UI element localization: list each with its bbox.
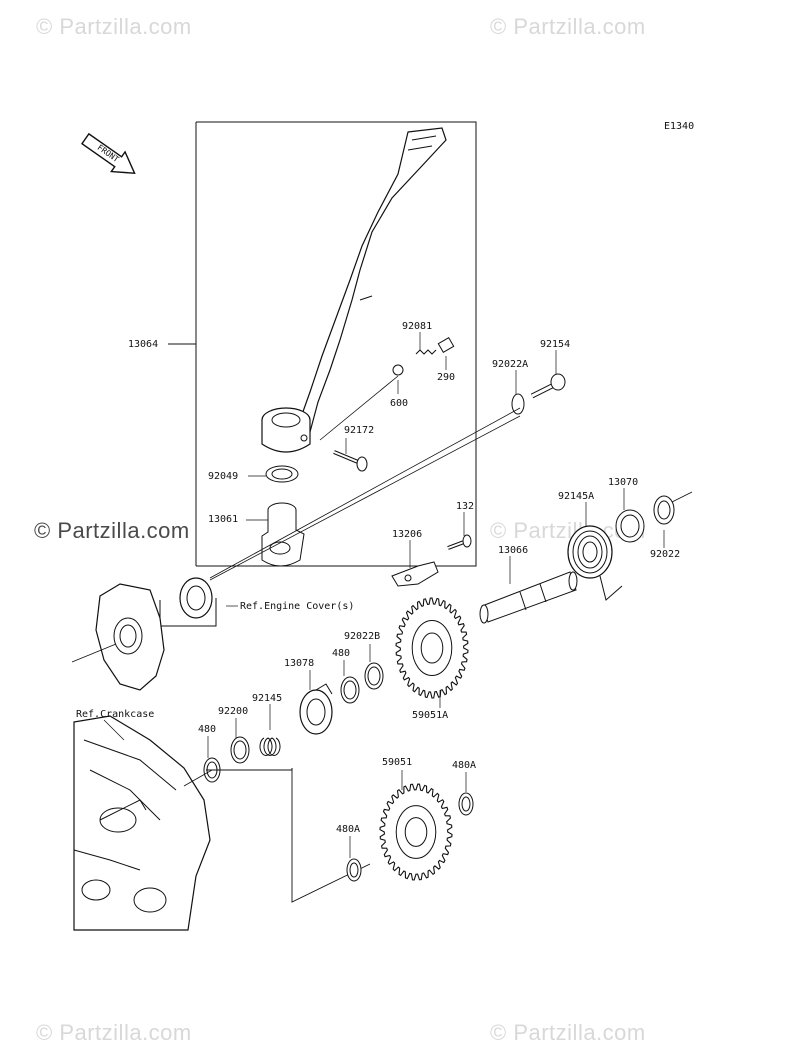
part-label-13066[interactable]: 13066 xyxy=(498,545,529,556)
part-label-92022B[interactable]: 92022B xyxy=(344,631,381,642)
watermark-top-left: © Partzilla.com xyxy=(36,14,192,39)
kick-lever xyxy=(261,127,447,453)
part-label-480A-right[interactable]: 480A xyxy=(452,760,477,771)
part-label-480A-left[interactable]: 480A xyxy=(336,824,361,835)
part-label-92081[interactable]: 92081 xyxy=(402,321,433,332)
front-arrow-icon xyxy=(81,132,136,174)
part-label-290[interactable]: 290 xyxy=(437,372,456,383)
kick-shaft-13061 xyxy=(261,502,305,567)
gear-59051A xyxy=(395,597,469,699)
watermark-middle-left: © Partzilla.com xyxy=(34,518,190,543)
part-label-132[interactable]: 132 xyxy=(456,501,475,512)
torsion-spring-92145A xyxy=(567,525,623,601)
part-label-92049[interactable]: 92049 xyxy=(208,471,239,482)
part-label-92200[interactable]: 92200 xyxy=(218,706,249,717)
ratchet-13078 xyxy=(299,683,333,735)
part-label-13061[interactable]: 13061 xyxy=(208,514,239,525)
bracket-13064 xyxy=(196,121,477,567)
part-label-13070[interactable]: 13070 xyxy=(608,477,639,488)
gear-59051 xyxy=(379,783,453,881)
watermark-top-right: © Partzilla.com xyxy=(490,14,646,39)
part-label-92154[interactable]: 92154 xyxy=(540,339,571,350)
part-label-13078[interactable]: 13078 xyxy=(284,658,315,669)
crankcase-partial xyxy=(73,715,213,931)
part-label-13064[interactable]: 13064 xyxy=(128,339,159,350)
part-label-59051[interactable]: 59051 xyxy=(382,757,413,768)
watermark-bottom-left: © Partzilla.com xyxy=(36,1020,192,1045)
part-label-600[interactable]: 600 xyxy=(390,398,409,409)
part-label-92145A[interactable]: 92145A xyxy=(558,491,595,502)
part-label-480-top[interactable]: 480 xyxy=(332,648,351,659)
part-label-13206[interactable]: 13206 xyxy=(392,529,423,540)
ref-crankcase-label: Ref.Crankcase xyxy=(76,709,155,720)
bolt-92172 xyxy=(333,450,368,472)
part-label-92172[interactable]: 92172 xyxy=(344,425,375,436)
watermark-bottom-right: © Partzilla.com xyxy=(490,1020,646,1045)
ref-engine-cover-label: Ref.Engine Cover(s) xyxy=(240,601,355,612)
part-label-59051A[interactable]: 59051A xyxy=(412,710,449,721)
part-label-92145[interactable]: 92145 xyxy=(252,693,283,704)
part-label-480-left[interactable]: 480 xyxy=(198,724,217,735)
part-label-92022A[interactable]: 92022A xyxy=(492,359,529,370)
part-label-92022[interactable]: 92022 xyxy=(650,549,681,560)
diagram-code: E1340 xyxy=(664,121,695,132)
kick-shaft-13066 xyxy=(479,571,578,624)
engine-cover-partial xyxy=(71,583,165,691)
